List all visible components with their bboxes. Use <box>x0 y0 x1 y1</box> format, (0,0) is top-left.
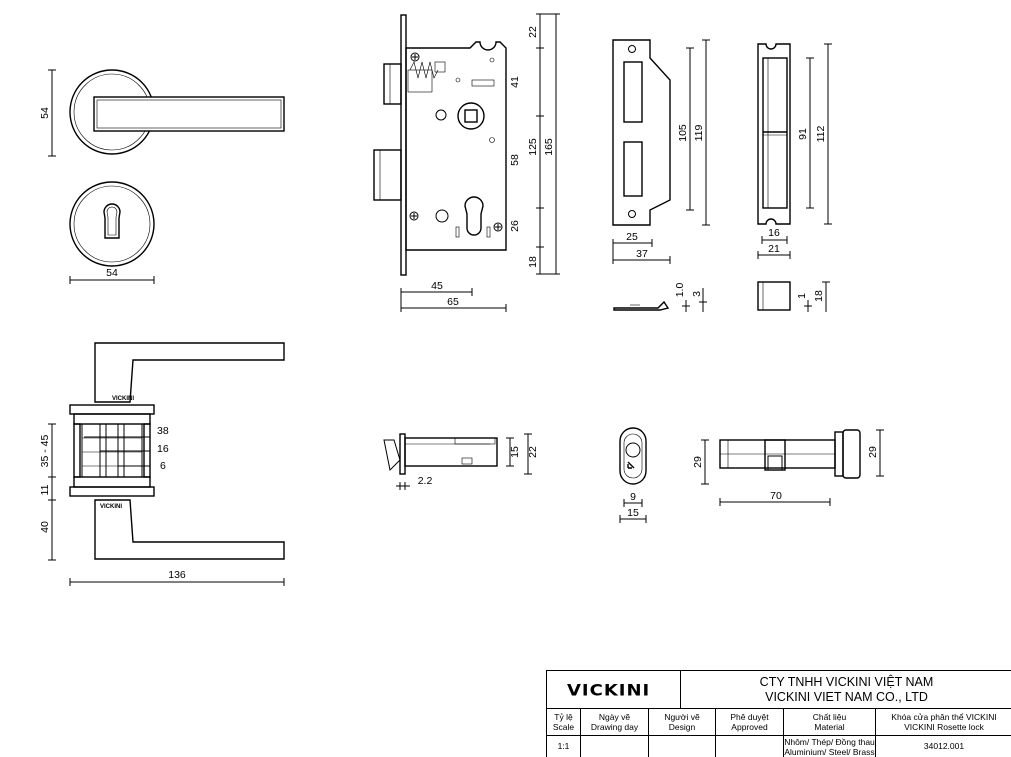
dim-rosette-width: 54 <box>69 267 155 284</box>
design-head-en: Design <box>668 722 696 732</box>
dim-label: 22 <box>527 446 539 458</box>
material-head-en: Material <box>814 722 845 732</box>
dim-label: 70 <box>770 490 782 502</box>
dim-label: 26 <box>509 220 521 232</box>
dim-label: 165 <box>543 138 555 156</box>
dim-lock-vertical: 22 41 58 26 18 125 165 <box>509 13 560 275</box>
strike-box <box>757 43 791 225</box>
dim-label: 18 <box>527 256 539 268</box>
rosette-lever-front-view <box>69 69 285 155</box>
material-vi: Nhôm/ Thép/ Đồng thau <box>784 737 875 747</box>
thumb-turn-front: 9 15 <box>619 427 647 523</box>
dim-label: 119 <box>693 124 705 141</box>
dim-label: 54 <box>39 107 51 119</box>
dim-strike: 105 119 25 37 <box>612 39 710 264</box>
dim-label: 40 <box>39 521 51 533</box>
product-name-vi: Khóa cửa phân thể VICKINI <box>891 712 997 722</box>
latch-bolt-side: 15 22 2.2 <box>383 433 539 490</box>
dim-label: 25 <box>626 231 638 243</box>
product-name-en: VICKINI Rosette lock <box>904 722 984 732</box>
dim-label: 9 <box>630 491 636 503</box>
dim-label: 136 <box>168 569 186 581</box>
title-block-header: VICKINI CTY TNHH VICKINI VIỆT NAM VICKIN… <box>547 671 1011 709</box>
scale-head-vi: Tỷ lệ <box>554 712 573 722</box>
company-logo: VICKINI <box>567 681 651 700</box>
dim-label: 38 <box>157 425 169 437</box>
dim-label: 41 <box>509 76 521 88</box>
mortise-lock-body <box>373 14 507 276</box>
dim-label: 54 <box>106 267 118 279</box>
scale-value: 1:1 <box>557 741 570 751</box>
euro-cylinder: 29 29 70 <box>692 429 884 506</box>
dim-label: 15 <box>627 507 639 519</box>
title-block: VICKINI CTY TNHH VICKINI VIỆT NAM VICKIN… <box>546 670 1011 757</box>
company-name-vi: CTY TNHH VICKINI VIỆT NAM <box>759 675 934 689</box>
dim-label: 18 <box>813 290 825 302</box>
dim-label: 16 <box>157 443 169 455</box>
dim-label: 105 <box>677 124 689 142</box>
lever-brand-bottom: VICKINI <box>100 504 122 510</box>
material-en: Aluminium/ Steel/ Brass <box>784 747 875 757</box>
dim-strike-box: 91 112 16 21 <box>757 43 832 259</box>
date-head-vi: Ngày vẽ <box>598 712 631 722</box>
dim-label: 21 <box>768 243 780 255</box>
dim-label: 35 - 45 <box>39 435 51 468</box>
dim-label: 1 <box>796 293 808 299</box>
approved-head-vi: Phê duyệt <box>730 712 769 722</box>
dim-label: 125 <box>527 138 539 156</box>
date-head-en: Drawing day <box>590 722 639 732</box>
dim-lever-side: 35 - 45 11 40 38 16 6 136 <box>39 423 285 586</box>
dim-label: 6 <box>160 460 166 472</box>
dim-label: 37 <box>636 248 648 260</box>
strike-plate <box>612 39 671 226</box>
dim-label: 112 <box>815 125 827 142</box>
logo-cell: VICKINI <box>547 671 681 708</box>
dim-label: 22 <box>527 26 539 38</box>
design-head-vi: Người vẽ <box>664 712 700 722</box>
dim-label: 91 <box>797 128 809 140</box>
title-block-divider <box>547 735 1011 736</box>
strike-box-side: 1 18 <box>757 281 830 312</box>
lever-brand-top: VICKINI <box>112 396 134 402</box>
dim-label: 3 <box>691 291 703 297</box>
dim-label: 45 <box>431 280 443 292</box>
dim-label: 2.2 <box>418 475 433 487</box>
scale-head-en: Scale <box>552 722 575 732</box>
dim-label: 58 <box>509 154 521 166</box>
dim-label: 1.0 <box>674 283 686 298</box>
strike-plate-side: 1.0 3 <box>613 283 707 312</box>
dim-label: 15 <box>509 446 521 458</box>
product-code: 34012.001 <box>923 741 965 751</box>
approved-head-en: Approved <box>731 722 768 732</box>
material-head-vi: Chất liệu <box>812 712 847 722</box>
dim-lock-horizontal: 45 65 <box>400 280 507 312</box>
dim-label: 65 <box>447 296 459 308</box>
escutcheon-front-view <box>69 181 155 267</box>
dim-label: 29 <box>867 446 879 458</box>
dim-rosette-height: 54 <box>39 69 56 157</box>
company-name: CTY TNHH VICKINI VIỆT NAM VICKINI VIET N… <box>681 675 1011 705</box>
dim-label: 16 <box>768 227 780 239</box>
dim-label: 29 <box>692 456 704 468</box>
dim-label: 11 <box>39 484 51 495</box>
company-name-en: VICKINI VIET NAM CO., LTD <box>765 690 928 704</box>
